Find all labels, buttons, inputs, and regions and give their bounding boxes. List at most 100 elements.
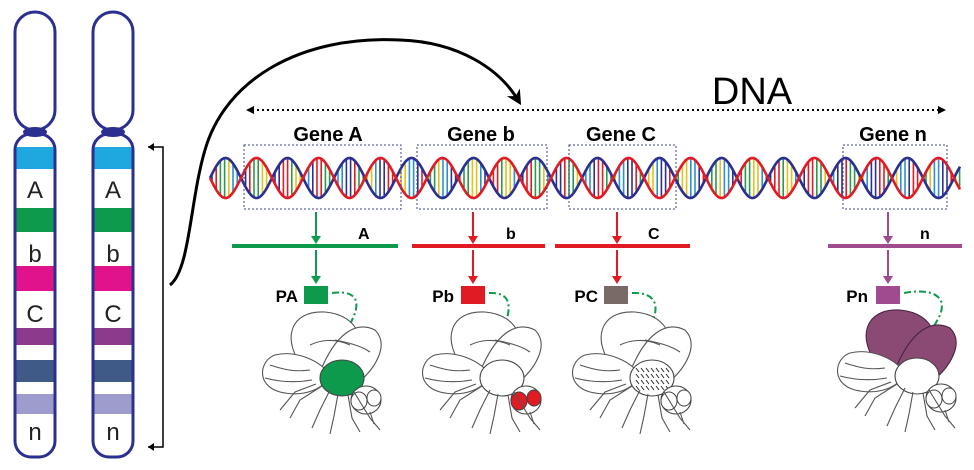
fly-abdomen <box>572 353 641 395</box>
protein-square <box>304 286 328 304</box>
fly-leg <box>599 385 633 419</box>
fly-thorax <box>319 359 365 397</box>
gene-title: Gene n <box>859 124 927 146</box>
chromosome-band <box>16 328 54 345</box>
protein-square <box>604 286 628 304</box>
fly-eye <box>676 389 692 407</box>
protein-label: Pb <box>432 287 454 306</box>
gene-highlight-box <box>568 144 677 210</box>
gene-letter: A <box>358 226 370 243</box>
fly-leg <box>922 392 936 431</box>
effect-arrow <box>903 290 943 353</box>
dna-extent-arrow-right <box>938 106 946 114</box>
chromosome-band-label: C <box>26 301 43 328</box>
fly-leg <box>663 391 691 431</box>
bracket-arrow-bottom <box>148 443 154 451</box>
fly-thorax <box>479 359 525 397</box>
fly-leg <box>657 394 671 433</box>
fly-thorax <box>629 359 675 397</box>
gene-highlight-box <box>842 144 948 210</box>
chromosome-band-label: C <box>104 301 121 328</box>
fly-leg <box>311 389 331 429</box>
chromosome-band <box>16 266 54 291</box>
protein-square <box>461 286 485 304</box>
arrowhead <box>311 236 321 244</box>
arrowhead <box>883 276 893 284</box>
dna-strand-red <box>208 156 962 200</box>
fly-leg <box>289 385 323 419</box>
fly-abdomen <box>422 353 491 395</box>
chromosome-band <box>16 394 54 414</box>
fly-abdomen <box>837 351 906 393</box>
arrowhead <box>612 276 622 284</box>
fly-eye <box>941 387 957 405</box>
chromosome-band <box>16 360 54 382</box>
chromosome-band <box>94 328 132 345</box>
fly-thorax <box>894 357 940 395</box>
fly-bristles <box>635 367 670 391</box>
fly-leg <box>589 383 627 411</box>
fly-abdomen <box>262 353 331 395</box>
gene-title: Gene A <box>293 124 362 146</box>
fly-leg <box>449 385 483 419</box>
dna-double-helix <box>208 156 962 200</box>
fly-leg <box>471 389 491 429</box>
gene-highlight-box <box>243 144 402 210</box>
chromosome-band <box>16 208 54 232</box>
gene-title: Gene C <box>586 124 656 146</box>
dna-strand-blue <box>208 156 962 200</box>
fly-leg <box>864 383 898 417</box>
fly-leg <box>639 393 649 435</box>
chromosome-band-label: A <box>105 177 121 204</box>
gene-title: Gene b <box>447 124 515 146</box>
fly-leg <box>886 387 906 427</box>
protein-label: PC <box>574 287 598 306</box>
fly-leg <box>489 393 499 435</box>
gene-letter: C <box>648 226 660 243</box>
chromosome-band-label: A <box>27 177 43 204</box>
fly-eye <box>526 389 542 407</box>
fly-leg <box>621 389 641 429</box>
fly-leg <box>439 383 477 411</box>
chromosome-short-arm <box>13 10 57 132</box>
fly-leg <box>928 389 956 429</box>
arrowhead <box>468 276 478 284</box>
zoom-curve-arrow <box>168 38 522 287</box>
fly-leg <box>347 394 361 433</box>
fly-leg <box>854 381 892 409</box>
fly-eyes <box>422 311 542 435</box>
protein-square <box>876 286 900 304</box>
protein-label: Pn <box>846 287 868 306</box>
arrowhead <box>883 236 893 244</box>
fly-leg <box>513 391 541 431</box>
fly-leg <box>507 394 521 433</box>
fly-leg <box>353 391 381 431</box>
protein-label: PA <box>276 287 298 306</box>
chromosome-band-label: b <box>28 241 41 268</box>
chromosome-band-label: n <box>106 419 119 446</box>
centromere <box>101 127 125 137</box>
chromosome-band <box>16 147 54 169</box>
arrowhead <box>612 236 622 244</box>
chromosome-band-label: b <box>106 241 119 268</box>
fly-wings <box>837 309 957 433</box>
chromosome-band <box>94 394 132 414</box>
fly-leg <box>329 393 339 435</box>
chromosome-band <box>94 208 132 232</box>
fly-illustrations <box>262 309 957 435</box>
bracket-arrow-top <box>148 143 154 151</box>
gene-letter: b <box>506 226 516 243</box>
chromosome-band <box>94 147 132 169</box>
gene-highlight-box <box>416 144 548 210</box>
fly-leg <box>279 383 317 411</box>
chromosome-band <box>94 360 132 382</box>
dna-label: DNA <box>712 71 793 113</box>
gene-panel-n: Gene n n Pn <box>828 124 962 357</box>
fly-eye <box>366 389 382 407</box>
gene-letter: n <box>920 226 930 243</box>
chromosome-band <box>94 266 132 291</box>
fly-thorax <box>262 311 382 435</box>
